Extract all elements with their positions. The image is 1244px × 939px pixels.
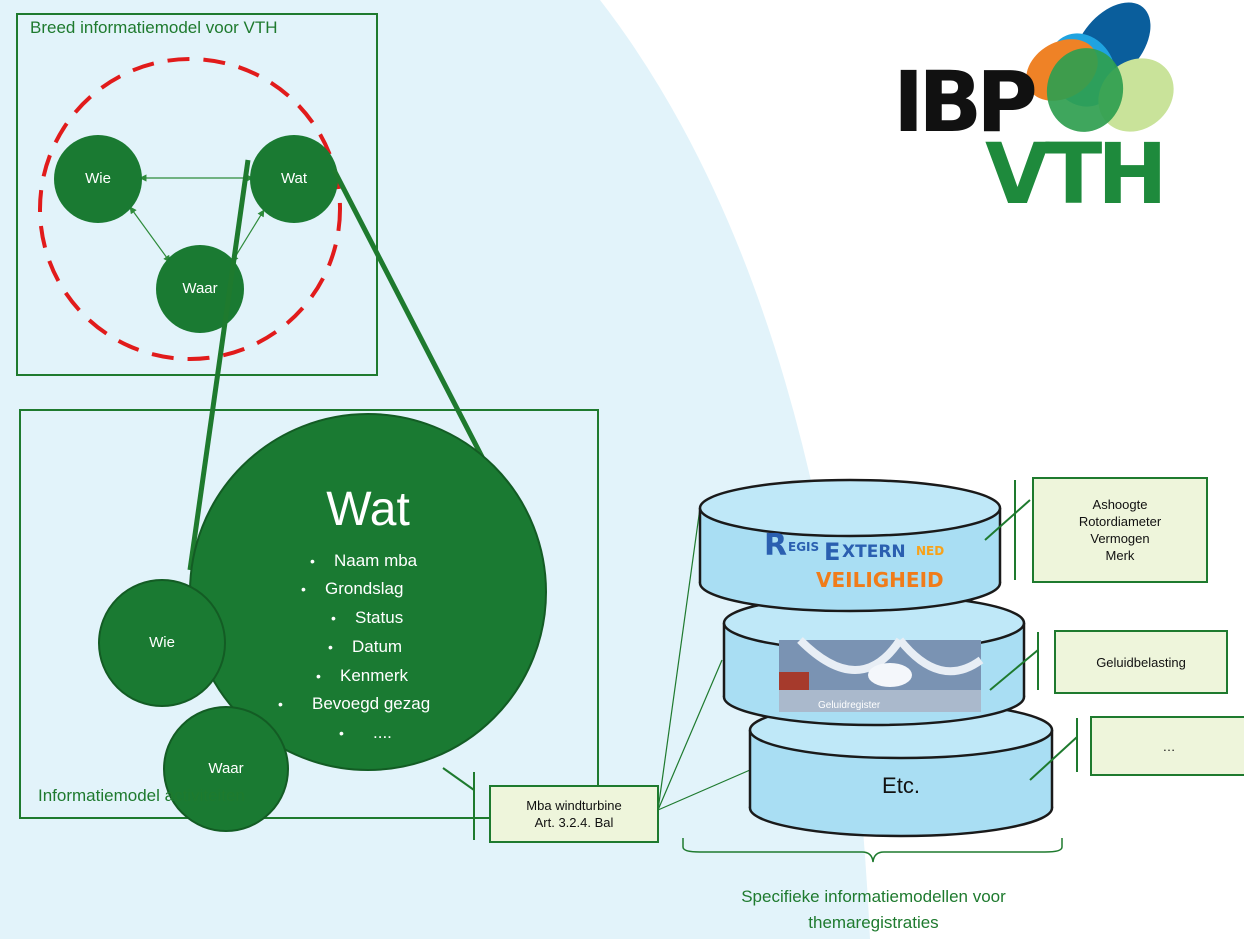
- cylinder-top: [698, 478, 1002, 613]
- note-connector-bottom: [1029, 736, 1078, 781]
- top-frame-title: Breed informatiemodel voor VTH: [30, 18, 278, 37]
- wat-attribute-item: •Status: [331, 608, 404, 627]
- register-logo-e: E: [824, 538, 841, 566]
- logo-leaves: [1026, 2, 1174, 132]
- footer-line-2: themaregistraties: [808, 913, 939, 932]
- note-geluidbelasting: Geluidbelasting: [1054, 630, 1228, 694]
- note-attribute: Merk: [1105, 548, 1135, 563]
- note-etc-text: …: [1162, 738, 1176, 754]
- note-geluidbelasting-text: Geluidbelasting: [1096, 654, 1186, 670]
- link-mba-register-1: [657, 507, 701, 811]
- node-waar-large: [163, 706, 289, 832]
- register-logo-ned: NED: [916, 544, 945, 558]
- node-wie-large-label: Wie: [149, 634, 175, 651]
- note-turbine-attributes: Ashoogte Rotordiameter Vermogen Merk: [1032, 477, 1208, 583]
- register-logo-r: R: [764, 528, 788, 563]
- zoom-line-left: [187, 159, 251, 571]
- note-attribute: Vermogen: [1090, 531, 1150, 546]
- node-wat-small-label: Wat: [280, 170, 308, 187]
- connector-wat-mba: [442, 767, 475, 791]
- note-etc: …: [1090, 716, 1244, 776]
- geluidregister-caption: Geluidregister: [818, 700, 881, 711]
- mba-windturbine-note: Mba windturbine Art. 3.2.4. Bal: [489, 785, 659, 843]
- note-attribute: Rotordiameter: [1078, 514, 1162, 529]
- node-wie-small: [54, 135, 142, 223]
- note-connector-top: [984, 499, 1031, 541]
- node-wie-small-label: Wie: [85, 170, 111, 187]
- node-wat-small: [250, 135, 338, 223]
- note-connector-middle: [989, 649, 1039, 691]
- wat-attribute-item: •....: [339, 723, 392, 742]
- node-wie-large: [98, 579, 226, 707]
- wat-attribute-item: •Kenmerk: [316, 666, 409, 685]
- arrow-wie-waar: [129, 206, 171, 263]
- mba-note-line-2: Art. 3.2.4. Bal: [534, 815, 614, 830]
- logo-text-vth: VTH: [985, 125, 1168, 223]
- dashed-scope-circle: [38, 57, 342, 361]
- activities-frame: [19, 409, 599, 819]
- footer-brace: [682, 838, 1063, 863]
- register-logo-egis: EGIS: [788, 540, 820, 554]
- node-waar-small: [156, 245, 244, 333]
- wat-attribute-item: •Grondslag: [301, 579, 404, 598]
- note-attribute: Ashoogte: [1092, 497, 1148, 512]
- footer-line-1: Specifieke informatiemodellen voor: [741, 887, 1006, 906]
- wat-attribute-item: •Datum: [328, 637, 403, 656]
- node-wat-large-title: Wat: [326, 483, 410, 536]
- node-waar-small-label: Waar: [182, 280, 218, 297]
- cylinder-bottom-label: Etc.: [882, 773, 920, 798]
- zoom-line-right: [331, 168, 498, 484]
- link-mba-register-3: [657, 769, 751, 811]
- node-waar-large-label: Waar: [208, 760, 244, 777]
- mba-note-line-1: Mba windturbine: [526, 798, 622, 813]
- logo-text-ibp: IBP: [893, 53, 1038, 151]
- link-mba-register-2: [657, 659, 723, 811]
- activities-frame-title: Informatiemodel activiteiten: [38, 786, 245, 805]
- arrow-wat-waar: [231, 209, 265, 263]
- wat-attribute-item: •Bevoegd gezag: [278, 694, 431, 713]
- cylinder-middle: [722, 593, 1026, 727]
- wat-attribute-item: •Naam mba: [310, 551, 418, 570]
- register-logo-veiligheid: VEILIGHEID: [816, 568, 944, 592]
- register-externe-veiligheid-logo: R EGIS E XTERN NED VEILIGHEID: [762, 528, 962, 604]
- register-logo-xtern: XTERN: [842, 542, 906, 562]
- top-frame: [16, 13, 378, 376]
